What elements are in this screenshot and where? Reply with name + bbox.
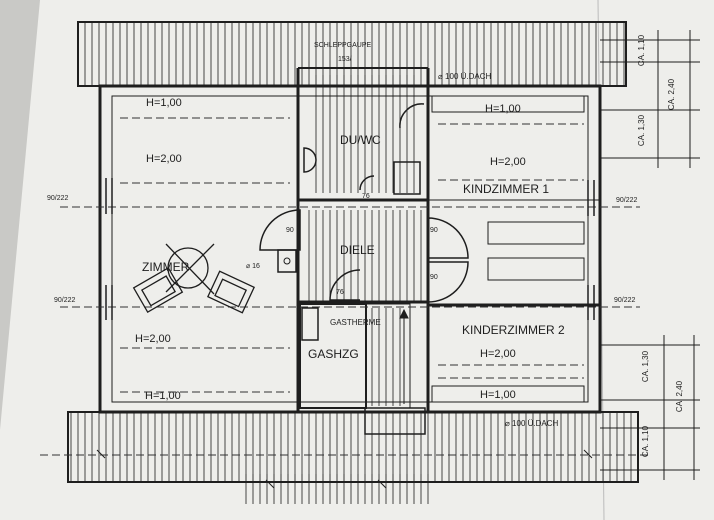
furniture [132,243,256,314]
room-label-zimmer: ZIMMER [142,260,190,274]
height-ca-130-bottom: CA. 1,30 [641,350,651,383]
height-ca-240-top: CA. 2,40 [667,78,677,111]
room-label-du-wc: DU/WC [340,133,381,147]
dimension-ticks [96,449,593,489]
room-label-diele: DIELE [340,243,375,257]
schleppgaupe-label: SCHLEPPGAUPE [314,42,372,49]
ceiling-height-kind1-top: H=1,00 [485,103,521,115]
ceiling-height-kind2-mid: H=2,00 [480,348,516,360]
ceiling-height-zimmer-bottom: H=1,00 [145,390,181,402]
dimension-lines [600,30,700,480]
room-label-kindzimmer-1: KINDZIMMER 1 [463,182,550,196]
window-size-right-1: 90/222 [616,197,638,204]
window-size-left-1: 90/222 [47,195,69,202]
room-label-kinderzimmer-2: KINDERZIMMER 2 [462,323,565,337]
ceiling-height-zimmer-lower: H=2,00 [135,333,171,345]
dashed-guides [40,117,650,456]
window-markers [105,178,595,320]
fixtures [277,161,421,404]
window-size-left-2: 90/222 [54,297,76,304]
room-label-gastherme: GASTHERME [330,318,381,327]
window-size-right-2: 90/222 [614,297,636,304]
ceiling-height-kind2-bottom: H=1,00 [480,389,516,401]
height-ca-110-top: CA. 1,10 [637,34,647,67]
door-width-90-left: 90 [286,227,294,234]
chimney-diameter-label: ⌀ 16 [246,263,260,270]
ceiling-height-zimmer-top: H=1,00 [146,97,182,109]
height-ca-130-top: CA. 1,30 [637,114,647,147]
ceiling-height-zimmer-mid: H=2,00 [146,153,182,165]
door-width-90-right-top: 90 [430,227,438,234]
schleppgaupe-dimension: 153/ [338,56,352,63]
room-label-gashzg: GASHZG [308,347,359,361]
roof-vent-label-bottom: ⌀ 100 Ü.DACH [505,419,559,428]
door-width-76-diele: 76 [336,289,344,296]
ceiling-height-kind1-mid: H=2,00 [490,156,526,168]
door-width-90-right-bottom: 90 [430,274,438,281]
height-ca-110-bottom: CA. 1,10 [641,425,651,458]
door-width-76-bath: 76 [362,193,370,200]
walls [67,21,639,483]
height-ca-240-bottom: CA. 2,40 [675,380,685,413]
roof-hatching [68,22,638,504]
roof-vent-label-top: ⌀ 100 Ü.DACH [438,72,492,81]
door-swings [259,103,469,303]
